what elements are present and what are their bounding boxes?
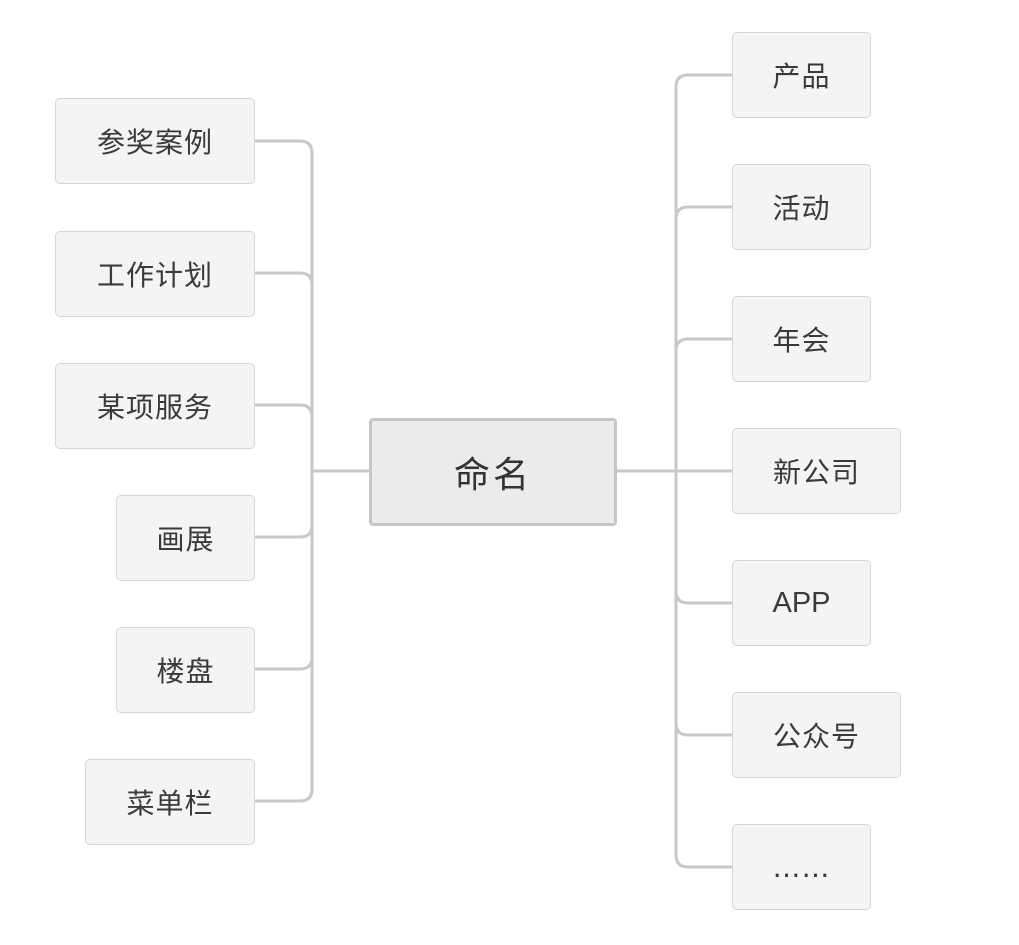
right-node-6[interactable]: …… — [732, 824, 871, 910]
right-node-1[interactable]: 活动 — [732, 164, 871, 250]
connector-left-1 — [253, 271, 314, 287]
right-node-2[interactable]: 年会 — [732, 296, 871, 382]
connector-right-5 — [674, 721, 734, 737]
connector-right-4 — [674, 589, 734, 605]
connector-right-trunk — [674, 73, 734, 869]
left-node-1[interactable]: 工作计划 — [55, 231, 255, 317]
left-node-0[interactable]: 参奖案例 — [55, 98, 255, 184]
right-node-3[interactable]: 新公司 — [732, 428, 901, 514]
connector-left-4 — [253, 655, 314, 671]
left-node-4[interactable]: 楼盘 — [116, 627, 255, 713]
connector-right-1 — [674, 205, 734, 221]
connector-right-2 — [674, 337, 734, 353]
left-node-5[interactable]: 菜单栏 — [85, 759, 255, 845]
right-node-4[interactable]: APP — [732, 560, 871, 646]
right-node-5[interactable]: 公众号 — [732, 692, 901, 778]
left-node-2[interactable]: 某项服务 — [55, 363, 255, 449]
right-node-0[interactable]: 产品 — [732, 32, 871, 118]
connector-left-trunk — [253, 139, 314, 803]
left-node-3[interactable]: 画展 — [116, 495, 255, 581]
connector-left-2 — [253, 403, 314, 419]
root-node[interactable]: 命名 — [369, 418, 617, 526]
connector-left-3 — [253, 523, 314, 539]
